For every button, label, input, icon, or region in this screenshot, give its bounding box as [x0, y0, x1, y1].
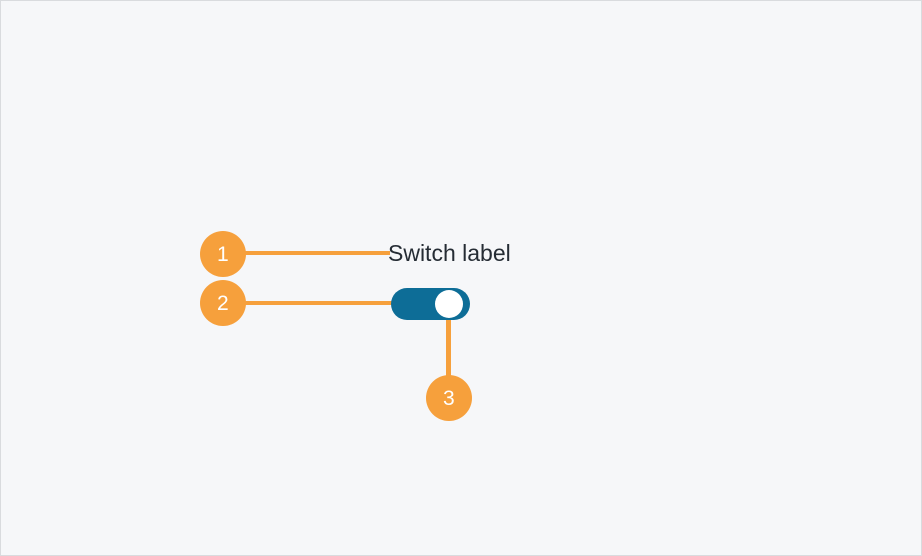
callout-badge-3: 3	[426, 375, 472, 421]
callout-badge-1: 1	[200, 231, 246, 277]
leader-line-3	[446, 301, 451, 381]
switch-label: Switch label	[388, 240, 511, 266]
leader-line-2	[240, 301, 396, 305]
leader-line-1	[240, 251, 390, 255]
switch-knob[interactable]	[435, 290, 463, 318]
callout-badge-2: 2	[200, 280, 246, 326]
